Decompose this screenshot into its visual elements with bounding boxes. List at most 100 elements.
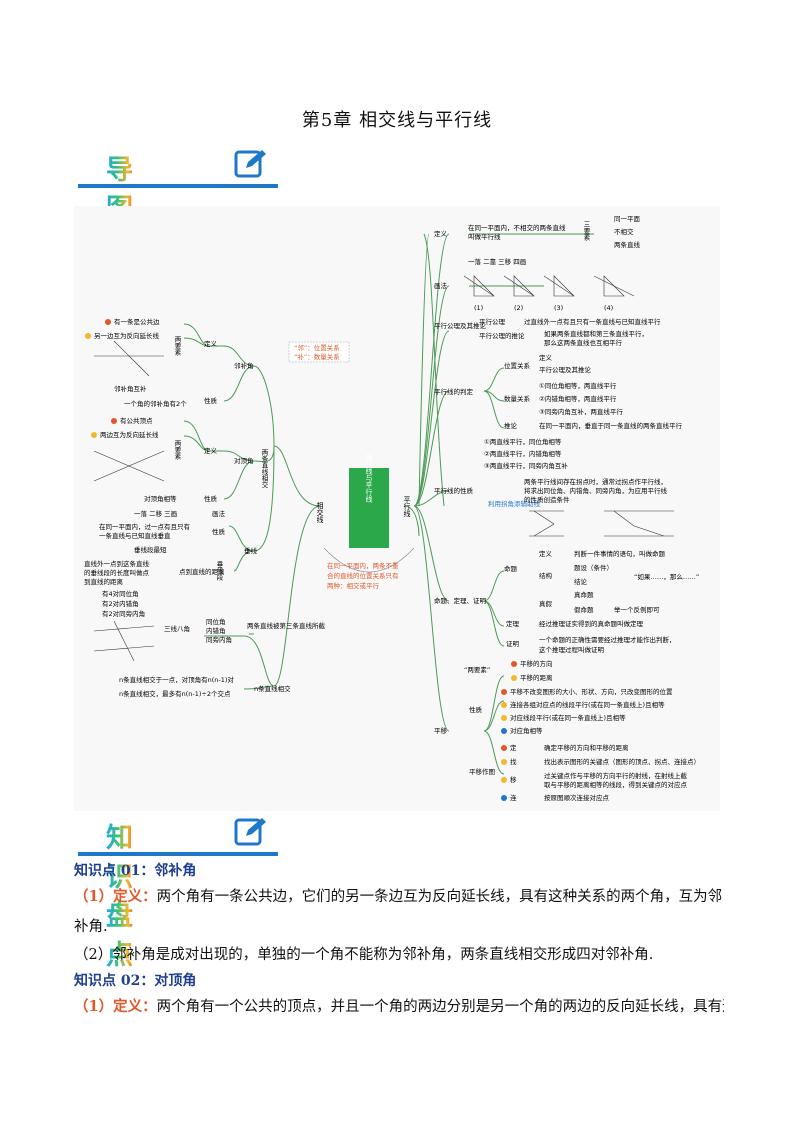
branch-left-label[interactable]: 相交线	[316, 501, 324, 523]
svg-text:另一边互为反向延长线: 另一边互为反向延长线	[94, 331, 160, 340]
chapter-title: 第5章 相交线与平行线	[301, 110, 493, 131]
node-n-lines[interactable]: n条直线相交	[254, 684, 291, 693]
section2-paragraph-1: （1）定义：两个角有一个公共的顶点，并且一个角的两边分别是另一个角的两边的反向延…	[74, 998, 724, 1015]
svg-text:“邻”：位置关系: “邻”：位置关系	[294, 343, 340, 352]
node-intersect-two[interactable]: 两条直线相交	[260, 449, 268, 490]
svg-text:定义: 定义	[539, 353, 553, 362]
svg-text:①同位角相等，两直线平行: ①同位角相等，两直线平行	[539, 381, 617, 390]
svg-text:命题: 命题	[504, 564, 518, 573]
svg-text:在同一平面内，两条不重: 在同一平面内，两条不重	[327, 561, 399, 570]
center-note: 在同一平面内，两条不重 合的直线的位置关系只有 两种：相交或平行	[323, 547, 415, 590]
svg-text:同旁内角: 同旁内角	[206, 635, 232, 644]
svg-text:有一条是公共边: 有一条是公共边	[114, 317, 160, 326]
svg-text:对顶角相等: 对顶角相等	[144, 494, 177, 503]
svg-text:三线八角: 三线八角	[164, 624, 190, 633]
edit-icon	[234, 818, 266, 846]
svg-text:③同旁内角互补，两直线平行: ③同旁内角互补，两直线平行	[539, 407, 623, 416]
svg-text:有4对同位角: 有4对同位角	[102, 589, 139, 598]
node-translation[interactable]: 平移	[434, 726, 448, 735]
svg-text:(1): (1)	[474, 304, 483, 312]
svg-text:③两直线平行，同旁内角互补: ③两直线平行，同旁内角互补	[484, 461, 568, 470]
svg-text:一落 二靠 三移 四画: 一落 二靠 三移 四画	[468, 257, 526, 266]
svg-text:证明: 证明	[506, 640, 520, 648]
svg-text:“两要素”: “两要素”	[464, 665, 490, 674]
node-adjacent[interactable]: 邻补角	[234, 361, 254, 370]
svg-text:垂线段最短: 垂线段最短	[134, 545, 167, 554]
svg-text:那么这两条直线也互相平行: 那么这两条直线也互相平行	[544, 338, 623, 347]
section1-paragraph-1: （1）定义：两个角有一条公共边，它们的另一条边互为反向延长线，具有这种关系的两个…	[74, 888, 723, 935]
svg-text:真命题: 真命题	[574, 590, 594, 599]
svg-text:画法: 画法	[212, 509, 226, 518]
svg-text:在同一平面内，不相交的两条直线: 在同一平面内，不相交的两条直线	[468, 223, 566, 232]
svg-text:将求出同位角、内错角、同旁内角，为应用平行线: 将求出同位角、内错角、同旁内角，为应用平行线	[524, 486, 668, 495]
connector-lines	[183, 233, 594, 775]
svg-text:②两直线平行，内错角相等: ②两直线平行，内错角相等	[484, 449, 562, 458]
node-perp[interactable]: 垂线	[244, 546, 258, 555]
three-lines-figure	[93, 620, 155, 662]
svg-text:过关键点作与平移的方向平行的射线，在射线上截: 过关键点作与平移的方向平行的射线，在射线上截	[544, 771, 688, 780]
center-label: 相交线与平行线	[365, 453, 373, 503]
svg-text:有2对内错角: 有2对内错角	[102, 599, 139, 608]
node-prop[interactable]: 平行线的性质	[434, 486, 474, 495]
node-judge[interactable]: 平行线的判定	[434, 387, 474, 396]
right-branch: 定义 在同一平面内，不相交的两条直线 叫做平行线 三要素 同一平面 不相交 两条…	[434, 215, 700, 802]
svg-text:推论: 推论	[504, 421, 518, 430]
svg-text:真假: 真假	[539, 599, 553, 608]
svg-text:定理: 定理	[506, 619, 520, 628]
svg-text:“补”：数量关系: “补”：数量关系	[294, 352, 340, 361]
node-vertical[interactable]: 对顶角	[234, 456, 254, 465]
center-node[interactable]: 相交线与平行线	[349, 453, 389, 548]
svg-text:的垂线段的长度叫做点: 的垂线段的长度叫做点	[84, 568, 150, 577]
branch-right-label[interactable]: 平行线	[403, 496, 411, 517]
svg-text:找: 找	[510, 757, 517, 766]
svg-text:定义: 定义	[204, 446, 218, 455]
svg-text:有2对同旁内角: 有2对同旁内角	[102, 609, 145, 618]
node-prop-section[interactable]: 命题、定理、证明	[434, 596, 487, 605]
banner-title-2: 知识盘点	[106, 816, 135, 972]
mind-map: 相交线与平行线 相交线 平行线 在同一平面内，两条不重 合的直线的位置关系只有 …	[74, 206, 720, 811]
node-def[interactable]: 定义	[434, 229, 448, 238]
svg-text:一个命题的正确性需要经过推理才能作出判断，: 一个命题的正确性需要经过推理才能作出判断，	[539, 635, 676, 644]
svg-text:位置关系: 位置关系	[504, 361, 531, 370]
svg-text:在同一平面内，垂直于同一条直线的两条直线平行: 在同一平面内，垂直于同一条直线的两条直线平行	[539, 421, 683, 430]
svg-text:定义: 定义	[204, 339, 218, 348]
svg-text:定: 定	[510, 743, 517, 752]
svg-text:邻补角互补: 邻补角互补	[114, 384, 147, 393]
svg-text:到直线的距离: 到直线的距离	[84, 577, 124, 586]
section-heading-adjacent: 知识点 01：邻补角	[74, 863, 197, 879]
svg-text:合的直线的位置关系只有: 合的直线的位置关系只有	[327, 571, 399, 580]
svg-text:平行公理及其推论: 平行公理及其推论	[539, 365, 592, 374]
svg-text:假命题: 假命题	[574, 605, 594, 614]
svg-text:一落 二移 三画: 一落 二移 三画	[134, 509, 177, 518]
svg-text:直线外一点到这条直线: 直线外一点到这条直线	[84, 559, 150, 568]
svg-text:两种：相交或平行: 两种：相交或平行	[327, 581, 380, 590]
svg-text:性质: 性质	[204, 494, 218, 503]
banner-underline	[78, 184, 278, 188]
svg-text:n条直线相交，最多有n(n-1)÷2个交点: n条直线相交，最多有n(n-1)÷2个交点	[119, 689, 231, 698]
svg-text:判断一件事情的语句，叫做命题: 判断一件事情的语句，叫做命题	[574, 549, 666, 558]
svg-text:移: 移	[510, 775, 517, 784]
svg-text:连: 连	[510, 793, 517, 802]
svg-text:确定平移的方向和平移的距离: 确定平移的方向和平移的距离	[544, 743, 629, 752]
svg-text:平行公理的推论: 平行公理的推论	[479, 331, 525, 340]
svg-text:平移的距离: 平移的距离	[520, 673, 553, 682]
svg-text:对应角相等: 对应角相等	[510, 726, 543, 735]
node-axiom[interactable]: 平行公理及其推论	[434, 321, 487, 330]
banner-underline-2	[78, 852, 278, 856]
node-draw[interactable]: 画法	[434, 281, 448, 290]
svg-text:内错角: 内错角	[206, 626, 226, 635]
svg-text:找出表示图形的关键点（图形的顶点、拐点、连接点）: 找出表示图形的关键点（图形的顶点、拐点、连接点）	[544, 757, 700, 766]
svg-text:同一平面: 同一平面	[614, 215, 641, 223]
svg-text:两条平行线间存在拐点时，通常过拐点作平行线，: 两条平行线间存在拐点时，通常过拐点作平行线，	[524, 477, 667, 486]
svg-text:点到直线的距离: 点到直线的距离	[179, 567, 225, 576]
svg-text:数量关系: 数量关系	[504, 394, 531, 403]
section1-paragraph-2: （2）邻补角是成对出现的，单独的一个角不能称为邻补角，两条直线相交形成四对邻补角…	[74, 947, 654, 963]
svg-text:一条直线与已知直线垂直: 一条直线与已知直线垂直	[99, 531, 171, 540]
svg-text:平行公理: 平行公理	[479, 317, 506, 326]
left-branch: 两条直线相交 邻补角 对顶角 垂线 定义 性质 定义 性质 两要素 两要素 有一…	[84, 317, 350, 698]
svg-text:结论: 结论	[574, 577, 588, 586]
aux-line-figures	[529, 510, 674, 537]
svg-text:一个角的邻补角有2个: 一个角的邻补角有2个	[124, 399, 187, 408]
svg-text:题设（条件）: 题设（条件）	[574, 563, 613, 572]
svg-text:两要素: 两要素	[173, 336, 181, 356]
